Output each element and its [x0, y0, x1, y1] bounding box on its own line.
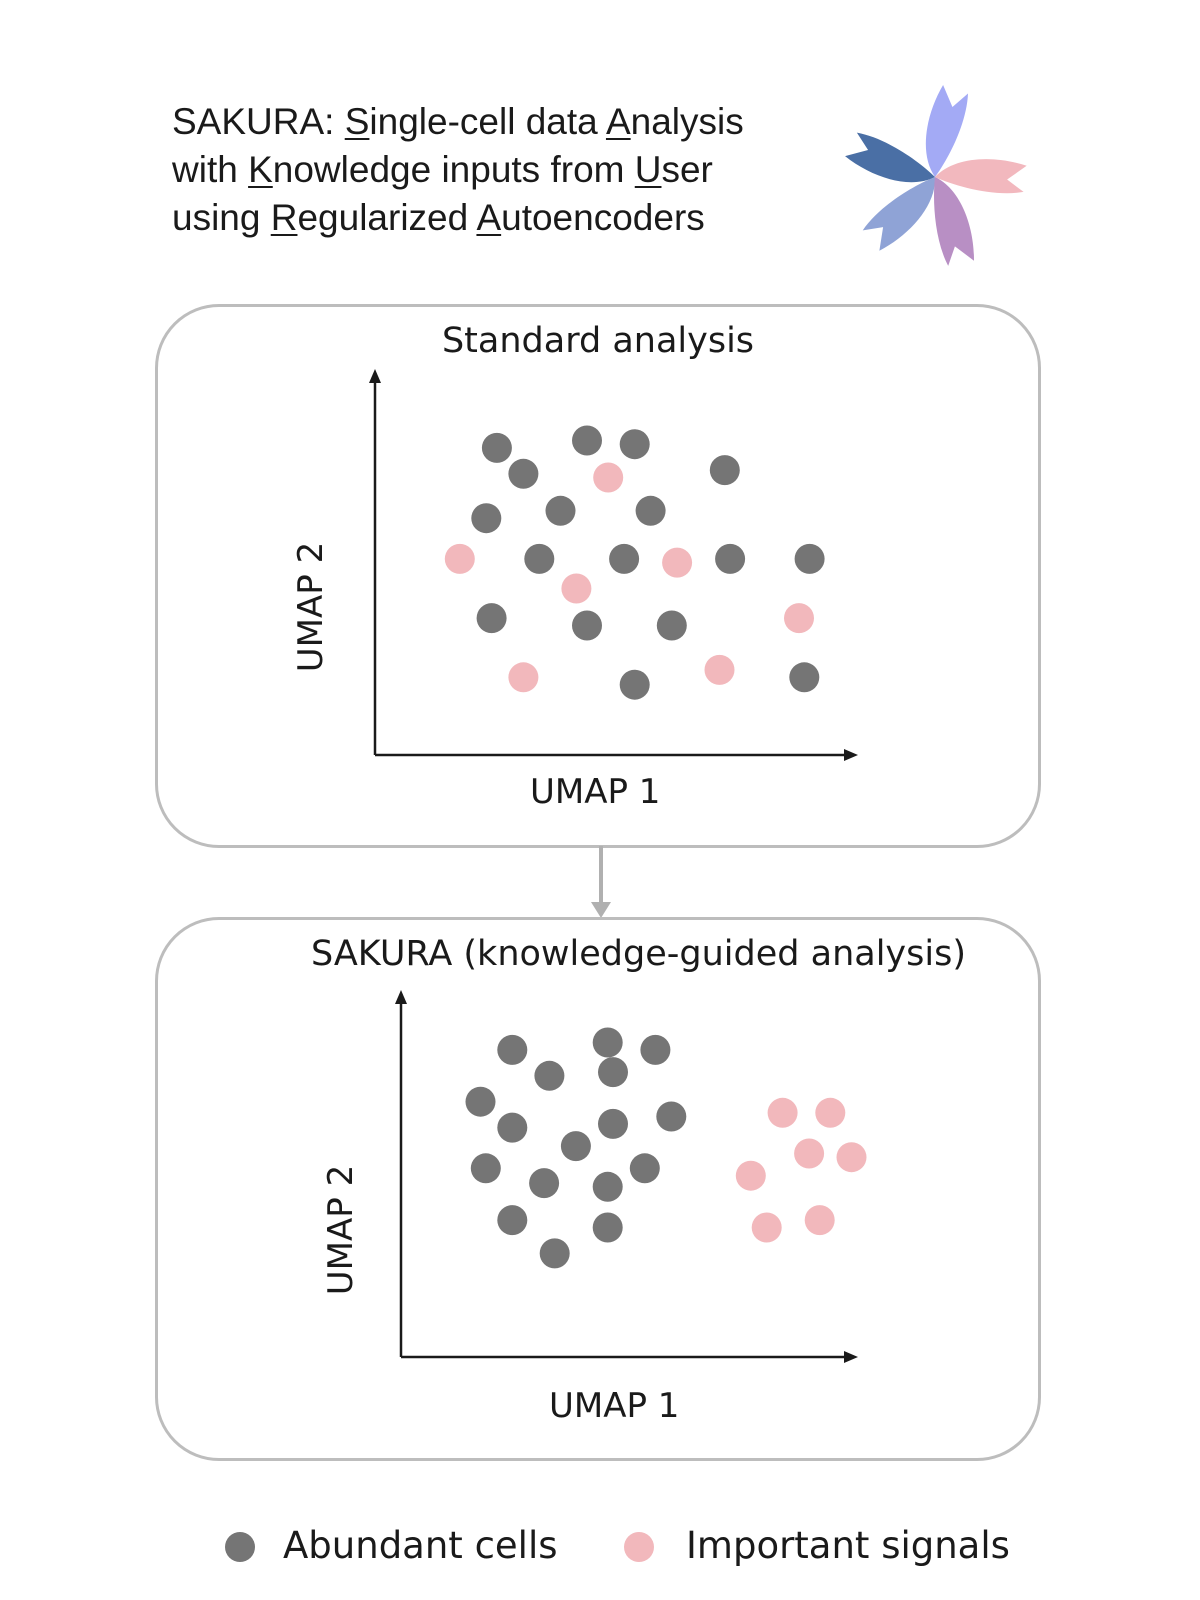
abundant-cell-point	[794, 543, 825, 574]
legend-marker-abundant	[225, 1532, 255, 1562]
title-text-segment: using	[172, 197, 271, 238]
abundant-cell-point	[572, 610, 602, 641]
panel-title-standard: Standard analysis	[441, 321, 755, 361]
abundant-cell-point	[640, 1034, 671, 1065]
important-signal-point	[444, 543, 475, 574]
title-text-segment: nalysis	[630, 101, 744, 142]
logo-petal-3	[935, 159, 1027, 194]
important-signal-point	[508, 662, 539, 693]
logo-petal-1	[845, 132, 935, 183]
connector-arrowhead	[591, 902, 611, 918]
abundant-cell-point	[598, 1057, 628, 1088]
title-text-segment: nowledge inputs from	[272, 149, 635, 190]
legend-label-important: Important signals	[686, 1524, 1010, 1567]
abundant-cell-point	[715, 543, 746, 574]
important-signal-point	[751, 1212, 782, 1243]
abundant-cell-point	[560, 1131, 591, 1162]
abundant-cell-point	[534, 1060, 565, 1091]
sakura-analysis-panel: SAKURA (knowledge-guided analysis) UMAP …	[155, 917, 1041, 1461]
abundant-cell-point	[709, 455, 740, 486]
x-axis-label-sakura: UMAP 1	[549, 1386, 680, 1426]
abundant-cell-point	[545, 495, 576, 526]
important-signal-point	[704, 654, 735, 685]
abundant-cell-point	[592, 1171, 623, 1202]
logo-petal-2	[925, 85, 969, 177]
title-line-2: with Knowledge inputs from User	[172, 146, 744, 194]
logo-petal-5	[934, 177, 974, 266]
abundant-cell-point	[508, 458, 539, 489]
abundant-cell-point	[529, 1168, 560, 1199]
abundant-cell-point	[609, 543, 640, 574]
title-line-1: SAKURA: Single-cell data Analysis	[172, 98, 744, 146]
x-axis-label-standard: UMAP 1	[530, 772, 661, 812]
abundant-cell-point	[497, 1034, 528, 1065]
cherry-blossom-icon	[845, 85, 1027, 266]
abundant-cell-point	[656, 1101, 687, 1132]
abundant-cell-point	[465, 1086, 496, 1117]
title-text-segment: SAKURA:	[172, 101, 345, 142]
sakura-scatter-plot	[395, 990, 867, 1363]
abundant-cell-point	[539, 1238, 570, 1269]
title-text-segment: with	[172, 149, 249, 190]
abundant-cell-point	[476, 603, 507, 634]
diagram-title: SAKURA: Single-cell data Analysis with K…	[172, 98, 744, 242]
y-axis-arrowhead	[369, 369, 381, 383]
abundant-cell-point	[592, 1027, 623, 1058]
important-signal-point	[561, 573, 592, 604]
title-underlined-initial: S	[344, 101, 370, 142]
important-signal-point	[815, 1097, 846, 1128]
abundant-cell-point	[471, 503, 502, 534]
legend: Abundant cells Important signals	[0, 1512, 1200, 1582]
title-underlined-initial: U	[634, 149, 662, 190]
title-underlined-initial: K	[248, 149, 273, 190]
abundant-cell-point	[524, 543, 555, 574]
abundant-cell-point	[497, 1205, 528, 1236]
important-signal-point	[593, 462, 624, 493]
title-text-segment: utoencoders	[501, 197, 705, 238]
abundant-cell-point	[497, 1112, 528, 1143]
standard-analysis-panel: Standard analysis UMAP 1 UMAP 2	[155, 304, 1041, 848]
abundant-cell-point	[592, 1212, 623, 1243]
down-arrow-connector	[591, 846, 611, 918]
title-underlined-initial: A	[476, 197, 502, 238]
abundant-cell-point	[481, 432, 512, 463]
title-underlined-initial: A	[605, 101, 631, 142]
abundant-cell-point	[619, 429, 650, 460]
legend-marker-important	[624, 1532, 654, 1562]
abundant-cell-point	[629, 1153, 660, 1184]
y-axis-label-sakura: UMAP 2	[321, 1164, 362, 1296]
legend-label-abundant: Abundant cells	[283, 1524, 558, 1567]
title-underlined-initial: R	[270, 197, 298, 238]
abundant-cell-point	[572, 425, 602, 456]
important-signal-point	[735, 1160, 766, 1191]
abundant-cell-point	[598, 1108, 628, 1139]
title-text-segment: egularized	[297, 197, 477, 238]
title-line-3: using Regularized Autoencoders	[172, 194, 744, 242]
title-text-segment: ingle-cell data	[369, 101, 606, 142]
important-signal-point	[784, 603, 814, 634]
y-axis-label-standard: UMAP 2	[291, 541, 332, 673]
y-axis-arrowhead	[395, 990, 407, 1004]
abundant-cell-point	[635, 495, 666, 526]
important-signal-point	[804, 1205, 835, 1236]
abundant-cell-point	[789, 662, 820, 693]
abundant-cell-point	[656, 610, 687, 641]
important-signal-point	[836, 1142, 867, 1173]
standard-scatter-plot	[369, 369, 858, 761]
important-signal-point	[767, 1097, 798, 1128]
important-signal-point	[794, 1138, 825, 1169]
panel-title-sakura: SAKURA (knowledge-guided analysis)	[311, 934, 966, 974]
title-text-segment: ser	[661, 149, 713, 190]
x-axis-arrowhead	[844, 749, 858, 761]
abundant-cell-point	[619, 669, 650, 700]
important-signal-point	[662, 547, 693, 578]
logo-petal-4	[862, 177, 936, 251]
abundant-cell-point	[470, 1153, 501, 1184]
x-axis-arrowhead	[844, 1351, 858, 1363]
